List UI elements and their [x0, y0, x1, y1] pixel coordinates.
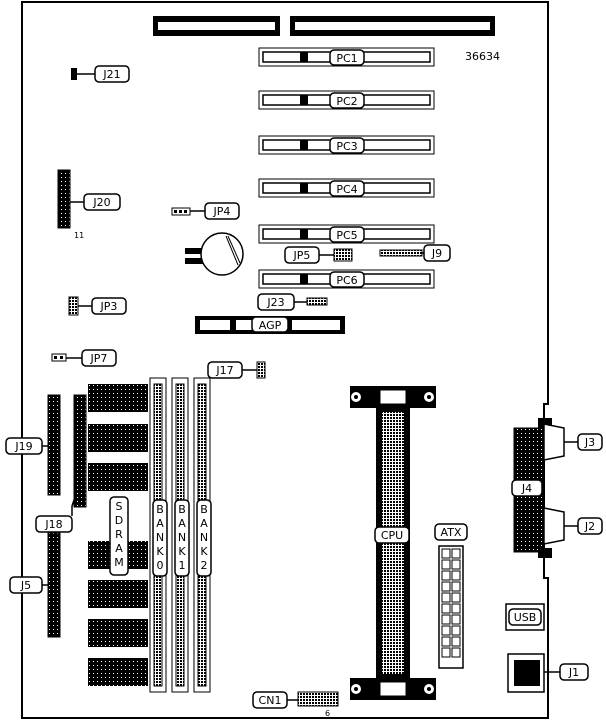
j17-header: J17 — [207, 361, 266, 379]
bank1-letter: A — [178, 517, 186, 530]
sdram-letter: R — [115, 528, 123, 541]
jp7-jumper: JP7 — [51, 349, 117, 367]
j4-parallel-connector: J4 — [511, 418, 552, 558]
bank0-letter: K — [156, 545, 164, 558]
bank2-letter: N — [200, 531, 208, 544]
j5-label: J5 — [20, 579, 31, 592]
j17-label: J17 — [215, 364, 233, 377]
battery — [185, 232, 244, 276]
pci-slot-3: PC3 — [258, 135, 435, 155]
pc6-label: PC6 — [336, 274, 357, 287]
pc5-label: PC5 — [336, 229, 357, 242]
jp4-label: JP4 — [213, 205, 231, 218]
j1-label: J1 — [568, 666, 579, 679]
cn1-header: CN1 6 — [252, 691, 339, 718]
cpu-label: CPU — [381, 529, 403, 542]
sdram-letter: A — [115, 542, 123, 555]
bank1-letter: B — [178, 503, 186, 516]
pci-slot-1: PC1 — [258, 47, 435, 67]
pc4-label: PC4 — [336, 183, 357, 196]
j9-header: J9 — [379, 244, 451, 262]
j18-label: J18 — [44, 518, 62, 531]
j2-label: J2 — [584, 520, 595, 533]
sdram-letter: S — [116, 500, 123, 513]
dimm-bank-1: B A N K 1 — [171, 377, 190, 693]
agp-label: AGP — [259, 319, 282, 332]
sdram-chips — [88, 384, 148, 686]
pci-slot-5: PC5 — [258, 224, 435, 244]
cpu-slot: CPU — [350, 386, 436, 700]
bank0-letter: A — [156, 517, 164, 530]
dimm-bank-2: B A N K 2 — [193, 377, 212, 693]
sdram-label-box: S D R A M — [109, 496, 129, 576]
j3-label: J3 — [584, 436, 595, 449]
sdram-letter: D — [115, 514, 123, 527]
jp3-jumper: JP3 — [68, 296, 127, 316]
j21-header: J21 — [71, 65, 130, 83]
j5-floppy-connector: J5 — [9, 532, 61, 638]
j20-header: J20 11 — [57, 169, 121, 240]
board-number: 36634 — [465, 50, 500, 63]
atx-label: ATX — [441, 526, 462, 539]
pci-slot-4: PC4 — [258, 178, 435, 198]
j3-serial-connector: J3 — [543, 423, 603, 461]
jp7-label: JP7 — [90, 352, 108, 365]
j19-ide-connector: J19 — [5, 394, 61, 496]
j2-serial-connector: J2 — [543, 507, 603, 545]
j21-label: J21 — [102, 68, 120, 81]
j23-label: J23 — [266, 296, 284, 309]
bank1-letter: 1 — [179, 559, 186, 572]
j1-connector: J1 — [507, 653, 589, 693]
pin-6-label: 6 — [325, 709, 330, 718]
pc2-label: PC2 — [336, 95, 357, 108]
jp5-label: JP5 — [293, 249, 311, 262]
j9-label: J9 — [431, 247, 442, 260]
pin-11-label: 11 — [74, 231, 84, 240]
isa-slot-right — [290, 16, 495, 36]
bank0-letter: 0 — [157, 559, 164, 572]
j18-ide-connector: J18 — [35, 394, 87, 533]
j23-header: J23 — [257, 293, 328, 311]
isa-slot-left — [153, 16, 280, 36]
jp4-jumper: JP4 — [171, 202, 240, 220]
bank2-letter: K — [200, 545, 208, 558]
cn1-label: CN1 — [259, 694, 282, 707]
usb-connector: USB — [505, 603, 545, 631]
jp3-label: JP3 — [100, 300, 118, 313]
sdram-letter: M — [114, 556, 124, 569]
j20-label: J20 — [92, 196, 110, 209]
dimm-bank-0: B A N K 0 — [149, 377, 168, 693]
pci-slot-2: PC2 — [258, 90, 435, 110]
atx-power-connector: ATX — [434, 523, 468, 669]
pc1-label: PC1 — [336, 52, 357, 65]
bank0-letter: N — [156, 531, 164, 544]
pci-slot-6: PC6 — [258, 269, 435, 289]
j4-label: J4 — [521, 482, 532, 495]
usb-label: USB — [514, 611, 537, 624]
agp-slot: AGP — [195, 316, 345, 334]
bank1-letter: K — [178, 545, 186, 558]
bank2-letter: B — [200, 503, 208, 516]
j19-label: J19 — [14, 440, 32, 453]
pc3-label: PC3 — [336, 140, 357, 153]
jp5-jumper: JP5 — [284, 246, 353, 264]
bank2-letter: 2 — [201, 559, 208, 572]
bank0-letter: B — [156, 503, 164, 516]
bank2-letter: A — [200, 517, 208, 530]
bank1-letter: N — [178, 531, 186, 544]
